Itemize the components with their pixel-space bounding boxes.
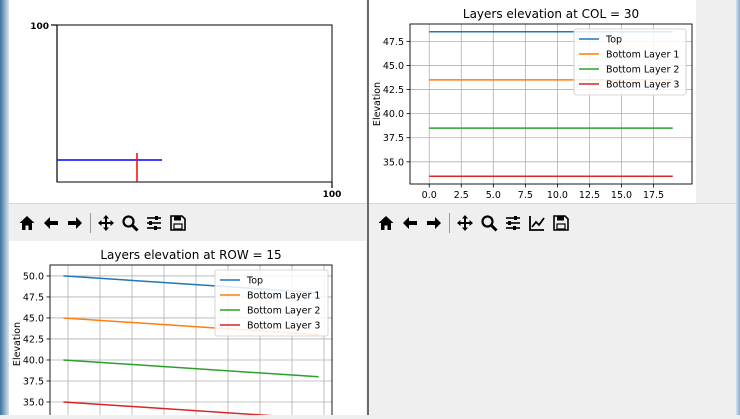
legend-label-1: Bottom Layer 1 [247, 291, 320, 302]
chart-title: Layers elevation at ROW = 15 [100, 248, 281, 262]
legend-box [214, 269, 329, 337]
x-tick-label: 12.5 [579, 190, 600, 201]
pan-button[interactable] [95, 212, 117, 234]
legend-label-0: Top [605, 35, 622, 46]
home-button[interactable] [16, 212, 38, 234]
x-tick-label-right: 100 [323, 190, 342, 200]
x-tick-label: 5.0 [486, 190, 501, 201]
map-view-panel: 100 100 [9, 0, 366, 203]
zoom-icon [481, 215, 498, 232]
y-axis-label: Elevation [12, 322, 23, 366]
back-arrow-icon [44, 217, 58, 229]
y-tick-label: 50.0 [23, 271, 44, 282]
save-icon [553, 215, 569, 231]
home-button[interactable] [375, 212, 397, 234]
legend-label-0: Top [246, 276, 263, 287]
map-view-plot[interactable]: 100 100 [9, 0, 366, 203]
x-tick-label: 7.5 [518, 190, 533, 201]
pan-icon [457, 215, 473, 231]
zoom-button[interactable] [478, 212, 500, 234]
pan-button[interactable] [454, 212, 476, 234]
y-tick-label: 45.0 [23, 313, 44, 324]
row-elevation-chart[interactable]: Layers elevation at ROW = 15 35.0 37.5 40.0… [9, 241, 366, 419]
y-axis-label: Elevation [372, 82, 383, 126]
save-icon [170, 215, 186, 231]
col-chart-panel: Layers elevation at COL = 30 0.0 2.5 5.0 7.5… [369, 0, 696, 213]
legend-label-3: Bottom Layer 3 [247, 321, 320, 332]
y-tick-label: 37.5 [383, 133, 404, 144]
x-tick-label: 17.5 [643, 190, 664, 201]
col-elevation-chart[interactable]: Layers elevation at COL = 30 0.0 2.5 5.0 7.5… [369, 0, 696, 213]
save-button[interactable] [167, 212, 189, 234]
map-axes-frame [56, 24, 333, 183]
x-tick-label: 10.0 [547, 190, 568, 201]
legend-label-2: Bottom Layer 2 [247, 306, 320, 317]
y-tick-label: 37.5 [23, 376, 44, 387]
forward-arrow-icon [68, 217, 82, 229]
save-button[interactable] [550, 212, 572, 234]
zoom-button[interactable] [119, 212, 141, 234]
y-tick-label: 35.0 [383, 157, 404, 168]
right-plot-toolbar [375, 206, 572, 240]
configure-subplots-icon [147, 216, 161, 230]
horizontal-divider [9, 203, 736, 204]
x-tick-label: 15.0 [611, 190, 632, 201]
axes-frame [409, 23, 693, 185]
back-button[interactable] [399, 212, 421, 234]
edit-axis-icon [529, 216, 545, 231]
row-chart-panel: Layers elevation at ROW = 15 35.0 37.5 40.0… [9, 241, 366, 419]
forward-button[interactable] [423, 212, 445, 234]
y-tick-label: 35.0 [23, 397, 44, 408]
y-tick-label: 47.5 [23, 292, 44, 303]
configure-subplots-button[interactable] [502, 212, 524, 234]
x-tick-label: 0.0 [422, 190, 437, 201]
y-tick-label: 47.5 [383, 37, 404, 48]
configure-subplots-button[interactable] [143, 212, 165, 234]
chart-title: Layers elevation at COL = 30 [463, 7, 639, 21]
series-line-3 [63, 401, 319, 419]
configure-subplots-icon [506, 216, 520, 230]
window-right-edge [736, 0, 740, 415]
toolbar-separator [90, 213, 91, 233]
edit-axis-button[interactable] [526, 212, 548, 234]
left-plot-toolbar [16, 206, 189, 240]
x-tick-label: 2.5 [454, 190, 469, 201]
legend-label-1: Bottom Layer 1 [606, 50, 679, 61]
home-icon [378, 216, 394, 230]
legend-label-2: Bottom Layer 2 [606, 65, 679, 76]
y-tick-label: 40.0 [23, 355, 44, 366]
y-tick-label-top: 100 [30, 22, 49, 32]
window-left-edge [0, 0, 9, 415]
toolbar-separator [449, 213, 450, 233]
y-tick-label: 40.0 [383, 109, 404, 120]
forward-arrow-icon [427, 217, 441, 229]
y-tick-label: 45.0 [383, 61, 404, 72]
legend-label-3: Bottom Layer 3 [606, 80, 679, 91]
axes-frame [49, 264, 333, 419]
back-arrow-icon [403, 217, 417, 229]
y-tick-label: 42.5 [23, 334, 44, 345]
y-tick-label: 42.5 [383, 85, 404, 96]
pan-icon [98, 215, 114, 231]
home-icon [19, 216, 35, 230]
vertical-divider [367, 0, 369, 415]
back-button[interactable] [40, 212, 62, 234]
zoom-icon [122, 215, 139, 232]
series-line-2 [63, 359, 319, 378]
forward-button[interactable] [64, 212, 86, 234]
legend-box [573, 28, 687, 96]
